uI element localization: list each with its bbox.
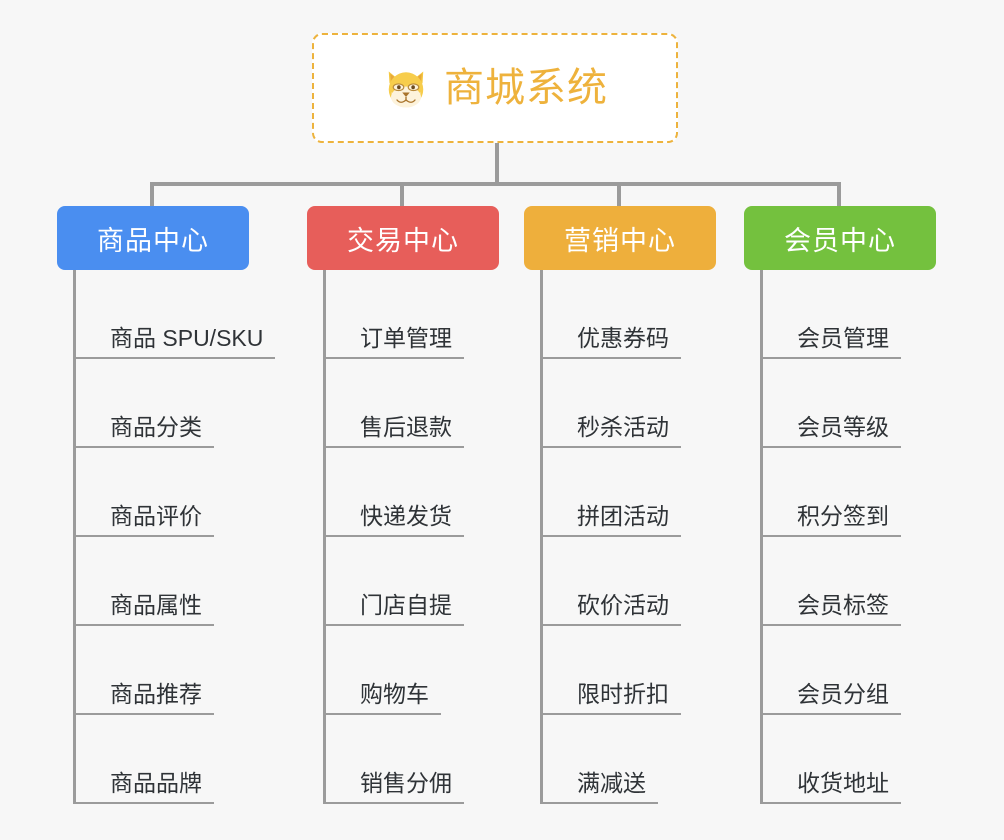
list-item[interactable]: 收货地址 bbox=[763, 715, 936, 804]
leaf-label: 会员管理 bbox=[797, 325, 889, 351]
leaf-label: 砍价活动 bbox=[577, 592, 669, 618]
list-item[interactable]: 秒杀活动 bbox=[543, 359, 716, 448]
list-item[interactable]: 满减送 bbox=[543, 715, 716, 804]
branch-spine-member: 会员管理 会员等级 积分签到 会员标签 会员分组 收货地址 bbox=[760, 270, 936, 804]
list-item[interactable]: 积分签到 bbox=[763, 448, 936, 537]
category-column-member: 会员中心 会员管理 会员等级 积分签到 会员标签 会员分组 收货地址 bbox=[744, 206, 936, 804]
root-node-mall-system[interactable]: 商城系统 bbox=[312, 33, 678, 143]
leaf-label: 销售分佣 bbox=[360, 770, 452, 796]
list-item[interactable]: 商品评价 bbox=[76, 448, 249, 537]
connector-drop-3 bbox=[617, 182, 621, 206]
leaf-label: 优惠券码 bbox=[577, 325, 669, 351]
branch-spine-trade: 订单管理 售后退款 快递发货 门店自提 购物车 销售分佣 bbox=[323, 270, 499, 804]
category-header-label: 交易中心 bbox=[347, 225, 459, 256]
connector-root-stem bbox=[495, 143, 499, 185]
leaf-label: 商品品牌 bbox=[110, 770, 202, 796]
category-column-product: 商品中心 商品 SPU/SKU 商品分类 商品评价 商品属性 商品推荐 商品品牌 bbox=[57, 206, 276, 804]
connector-drop-4 bbox=[837, 182, 841, 206]
category-header-trade[interactable]: 交易中心 bbox=[307, 206, 499, 270]
list-item[interactable]: 售后退款 bbox=[326, 359, 499, 448]
leaf-label: 订单管理 bbox=[360, 325, 452, 351]
leaf-label: 商品属性 bbox=[110, 592, 202, 618]
leaf-label: 积分签到 bbox=[797, 503, 889, 529]
leaf-label: 收货地址 bbox=[797, 770, 889, 796]
leaf-label: 会员分组 bbox=[797, 681, 889, 707]
leaf-label: 快递发货 bbox=[360, 503, 452, 529]
leaf-label: 门店自提 bbox=[360, 592, 452, 618]
list-item[interactable]: 订单管理 bbox=[326, 270, 499, 359]
connector-drop-1 bbox=[150, 182, 154, 206]
list-item[interactable]: 会员分组 bbox=[763, 626, 936, 715]
list-item[interactable]: 商品分类 bbox=[76, 359, 249, 448]
list-item[interactable]: 商品推荐 bbox=[76, 626, 249, 715]
list-item[interactable]: 快递发货 bbox=[326, 448, 499, 537]
root-node-title: 商城系统 bbox=[444, 66, 608, 110]
list-item[interactable]: 销售分佣 bbox=[326, 715, 499, 804]
list-item[interactable]: 砍价活动 bbox=[543, 537, 716, 626]
shiba-dog-face-icon bbox=[388, 71, 424, 109]
category-header-label: 营销中心 bbox=[564, 225, 676, 256]
list-item[interactable]: 门店自提 bbox=[326, 537, 499, 626]
list-item[interactable]: 限时折扣 bbox=[543, 626, 716, 715]
list-item[interactable]: 会员等级 bbox=[763, 359, 936, 448]
connector-horizontal-bus bbox=[150, 182, 840, 186]
leaf-label: 拼团活动 bbox=[577, 503, 669, 529]
leaf-label: 购物车 bbox=[360, 681, 429, 707]
category-column-marketing: 营销中心 优惠券码 秒杀活动 拼团活动 砍价活动 限时折扣 满减送 bbox=[524, 206, 716, 804]
list-item[interactable]: 拼团活动 bbox=[543, 448, 716, 537]
list-item[interactable]: 商品 SPU/SKU bbox=[76, 270, 276, 359]
list-item[interactable]: 商品属性 bbox=[76, 537, 249, 626]
leaf-label: 售后退款 bbox=[360, 414, 452, 440]
branch-spine-marketing: 优惠券码 秒杀活动 拼团活动 砍价活动 限时折扣 满减送 bbox=[540, 270, 716, 804]
category-header-label: 会员中心 bbox=[784, 225, 896, 256]
category-header-product[interactable]: 商品中心 bbox=[57, 206, 249, 270]
leaf-label: 商品 SPU/SKU bbox=[110, 325, 264, 351]
leaf-label: 满减送 bbox=[577, 770, 646, 796]
leaf-label: 限时折扣 bbox=[577, 681, 669, 707]
category-header-marketing[interactable]: 营销中心 bbox=[524, 206, 716, 270]
category-header-label: 商品中心 bbox=[97, 225, 209, 256]
category-header-member[interactable]: 会员中心 bbox=[744, 206, 936, 270]
leaf-label: 会员标签 bbox=[797, 592, 889, 618]
leaf-label: 商品分类 bbox=[110, 414, 202, 440]
leaf-label: 秒杀活动 bbox=[577, 414, 669, 440]
leaf-label: 会员等级 bbox=[797, 414, 889, 440]
list-item[interactable]: 购物车 bbox=[326, 626, 499, 715]
connector-drop-2 bbox=[400, 182, 404, 206]
category-column-trade: 交易中心 订单管理 售后退款 快递发货 门店自提 购物车 销售分佣 bbox=[307, 206, 499, 804]
list-item[interactable]: 优惠券码 bbox=[543, 270, 716, 359]
branch-spine-product: 商品 SPU/SKU 商品分类 商品评价 商品属性 商品推荐 商品品牌 bbox=[73, 270, 276, 804]
list-item[interactable]: 商品品牌 bbox=[76, 715, 249, 804]
list-item[interactable]: 会员标签 bbox=[763, 537, 936, 626]
leaf-label: 商品评价 bbox=[110, 503, 202, 529]
list-item[interactable]: 会员管理 bbox=[763, 270, 936, 359]
leaf-label: 商品推荐 bbox=[110, 681, 202, 707]
